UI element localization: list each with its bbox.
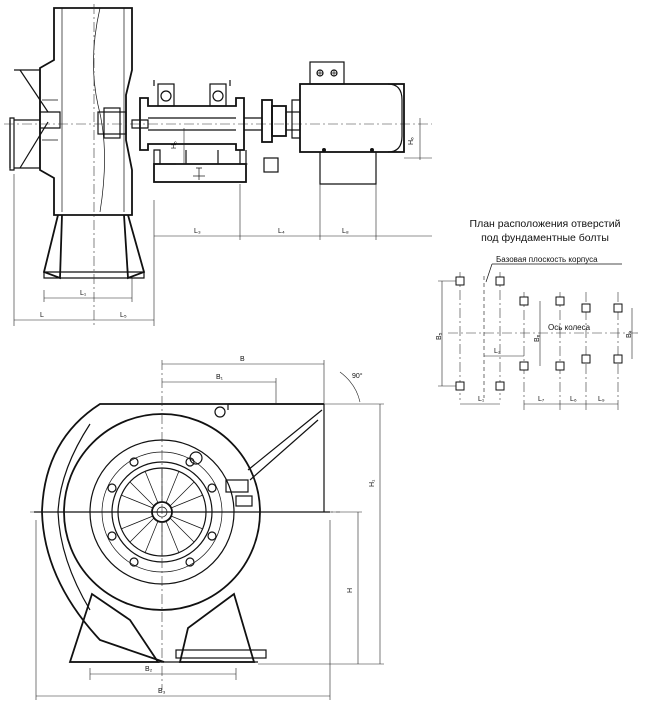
dim-L8: L₈ [342,228,349,235]
dim-L6-plan: L₆ [570,396,577,403]
dim-L9-plan: L₉ [598,396,605,403]
hole-plan-title-2: под фундаментные болты [481,232,609,244]
dim-H1: H₁ [369,479,376,487]
dim-L1-plan: L₁ [478,396,485,403]
dim-L: L [40,312,44,319]
dim-B: B [240,356,245,363]
dim-B1: B₁ [216,374,224,381]
dim-B4: B₄ [626,330,633,338]
dim-B5: B₅ [436,332,443,340]
dim-H: H [347,588,354,593]
dim-B2: B₂ [145,666,153,673]
dim-B3: B₃ [158,688,166,695]
dim-L7-plan: L₇ [538,396,545,403]
dim-H5: H₅ [171,141,178,149]
dim-B6: B₆ [534,334,541,342]
dim-L2-plan: L₂ [494,348,501,355]
angle-90: 90° [352,372,363,380]
side-view: L L₅ L₁ L₃ L₄ L₈ H₅ H₆ [4,4,432,328]
dim-L5: L₅ [120,312,127,319]
hole-plan: План расположения отверстий под фундамен… [436,218,640,412]
impeller-blades [118,468,206,556]
base-plane-label: Базовая плоскость корпуса [496,255,598,264]
dim-H6: H₆ [408,137,415,145]
hole-plan-title-1: План расположения отверстий [470,218,621,230]
dim-L1: L₁ [80,290,87,297]
front-view: B B₁ B₂ B₃ H H₁ 90° [30,356,384,700]
dim-L4: L₄ [278,228,285,235]
dim-L3: L₃ [194,228,201,235]
wheel-axis-label: Ось колеса [548,323,591,332]
